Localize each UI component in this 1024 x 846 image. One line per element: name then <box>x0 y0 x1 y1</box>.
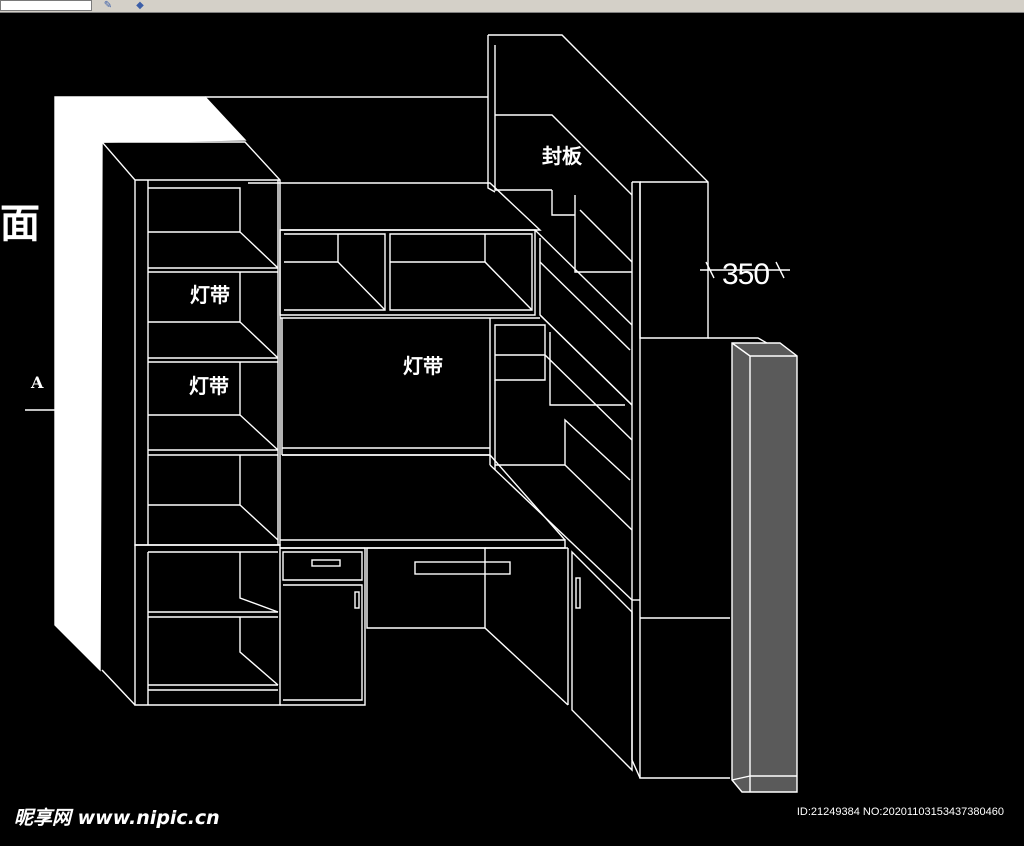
lamp-strip-label: 灯带 <box>403 354 443 378</box>
middle-upper-shelves <box>279 229 536 316</box>
right-angled-shelves <box>534 229 633 326</box>
section-marker-label: A <box>31 373 44 392</box>
lamp-strip-label: 灯带 <box>190 283 230 307</box>
section-title-char: 面 <box>0 201 40 247</box>
lamp-strip-label: 灯带 <box>189 374 229 398</box>
desk-center-drawer <box>366 547 486 629</box>
watermark-id: ID:21249384 NO:20201103153437380460 <box>796 806 1004 818</box>
dimension-line <box>700 261 790 279</box>
cabinet-drawing <box>25 34 798 793</box>
desk-left-pedestal <box>280 547 366 706</box>
cover-board-label: 封板 <box>542 144 582 168</box>
pencil-icon[interactable]: ✎ <box>103 0 113 11</box>
watermark-logo: 昵享网 www.nipic.cn <box>14 807 220 829</box>
toolbar-input-field[interactable] <box>0 0 92 11</box>
cad-canvas[interactable]: 灯带 灯带 灯带 封板 350 面 A <box>0 13 1024 846</box>
left-bookcase-outline <box>100 141 281 546</box>
dimension-label: 350 <box>722 258 770 291</box>
left-lower-cabinet <box>134 544 281 706</box>
toolbar: ✎ ◆ <box>0 0 1024 13</box>
column <box>731 342 798 793</box>
desk-top <box>280 539 566 549</box>
shape-icon[interactable]: ◆ <box>136 0 144 11</box>
